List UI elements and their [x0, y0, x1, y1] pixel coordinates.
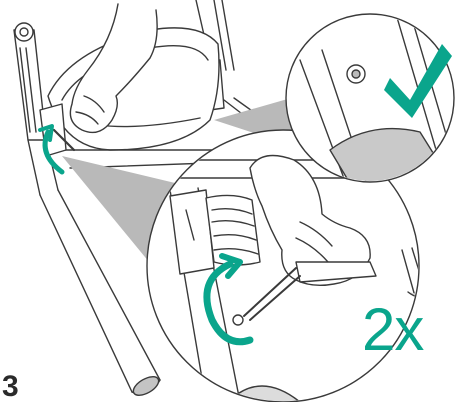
detail-circle-check: [285, 13, 455, 183]
step-number: 3: [2, 370, 19, 402]
chair-leg-tube: [39, 189, 161, 396]
rotate-arrow-icon-small: [42, 129, 65, 175]
rotate-arrow-icon-large: [203, 260, 254, 346]
rotate-arrow-head-large: [219, 253, 243, 279]
repeat-count-label: 2x: [362, 296, 424, 363]
detail-circle-large: [146, 129, 420, 402]
checkmark-icon: [384, 44, 452, 118]
rotate-arrow-head-small: [38, 124, 54, 142]
hand-upper-left: [69, 3, 158, 134]
left-frame-upright: [13, 22, 59, 196]
